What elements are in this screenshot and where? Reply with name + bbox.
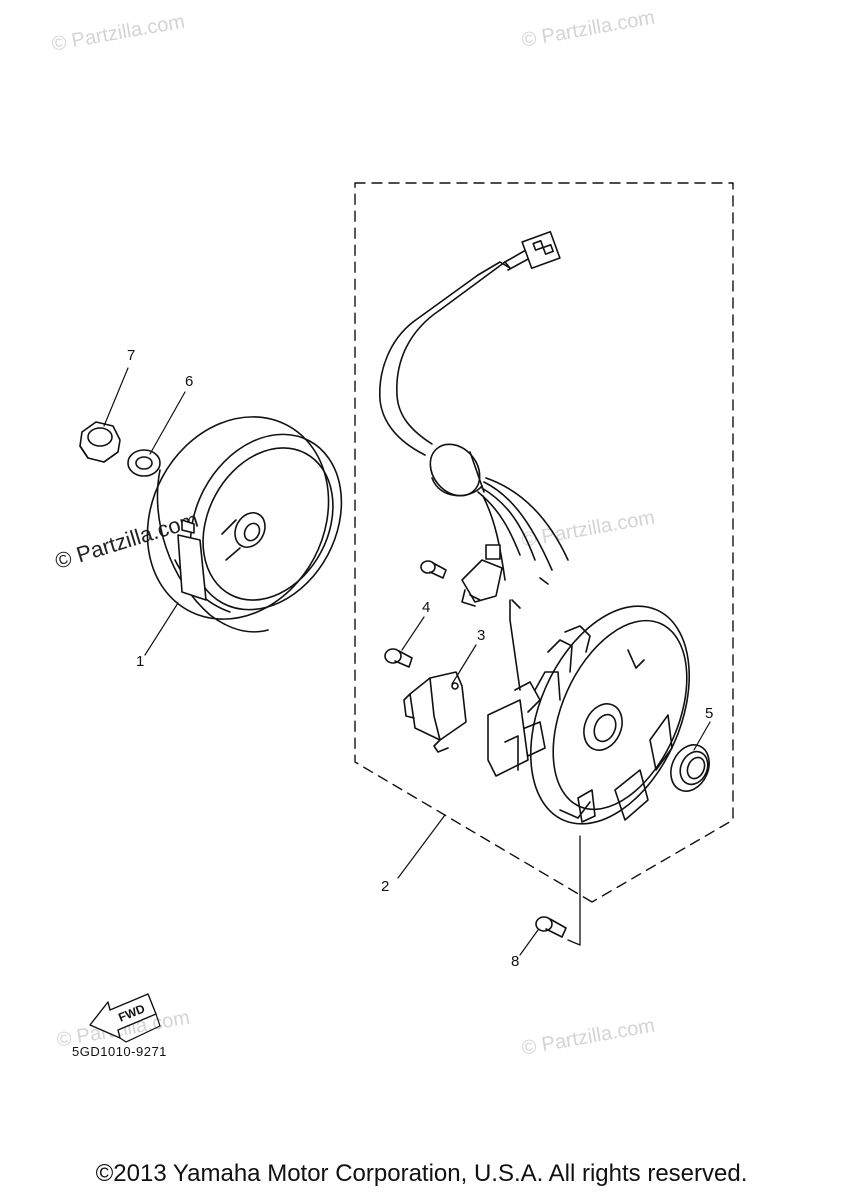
diagram-code: 5GD1010-9271 <box>72 1044 167 1059</box>
callout-5: 5 <box>705 705 714 722</box>
assembly-boundary <box>354 182 734 903</box>
callout-7: 7 <box>127 347 136 364</box>
nut-icon <box>79 421 121 463</box>
callout-8: 8 <box>511 953 520 970</box>
copyright-footer: ©2013 Yamaha Motor Corporation, U.S.A. A… <box>95 1160 748 1187</box>
callout-6: 6 <box>185 373 194 390</box>
fwd-arrow-icon <box>89 993 161 1043</box>
pickup-sensor-icon <box>461 544 521 691</box>
callout-2: 2 <box>381 878 390 895</box>
flywheel-rotor-icon <box>146 416 343 633</box>
callout-4: 4 <box>422 599 431 616</box>
electrical-unit-icon <box>403 671 467 753</box>
bolt-reference-line <box>567 835 581 946</box>
washer-icon <box>127 449 161 477</box>
callout-3: 3 <box>477 627 486 644</box>
screw-icon <box>384 648 413 668</box>
callout-1: 1 <box>136 653 145 670</box>
bolt-icon <box>535 916 567 938</box>
oil-seal-icon <box>670 744 710 792</box>
stator-plate-icon <box>487 605 691 825</box>
wire-harness-icon <box>379 230 569 609</box>
sensor-screw-icon <box>420 560 447 579</box>
